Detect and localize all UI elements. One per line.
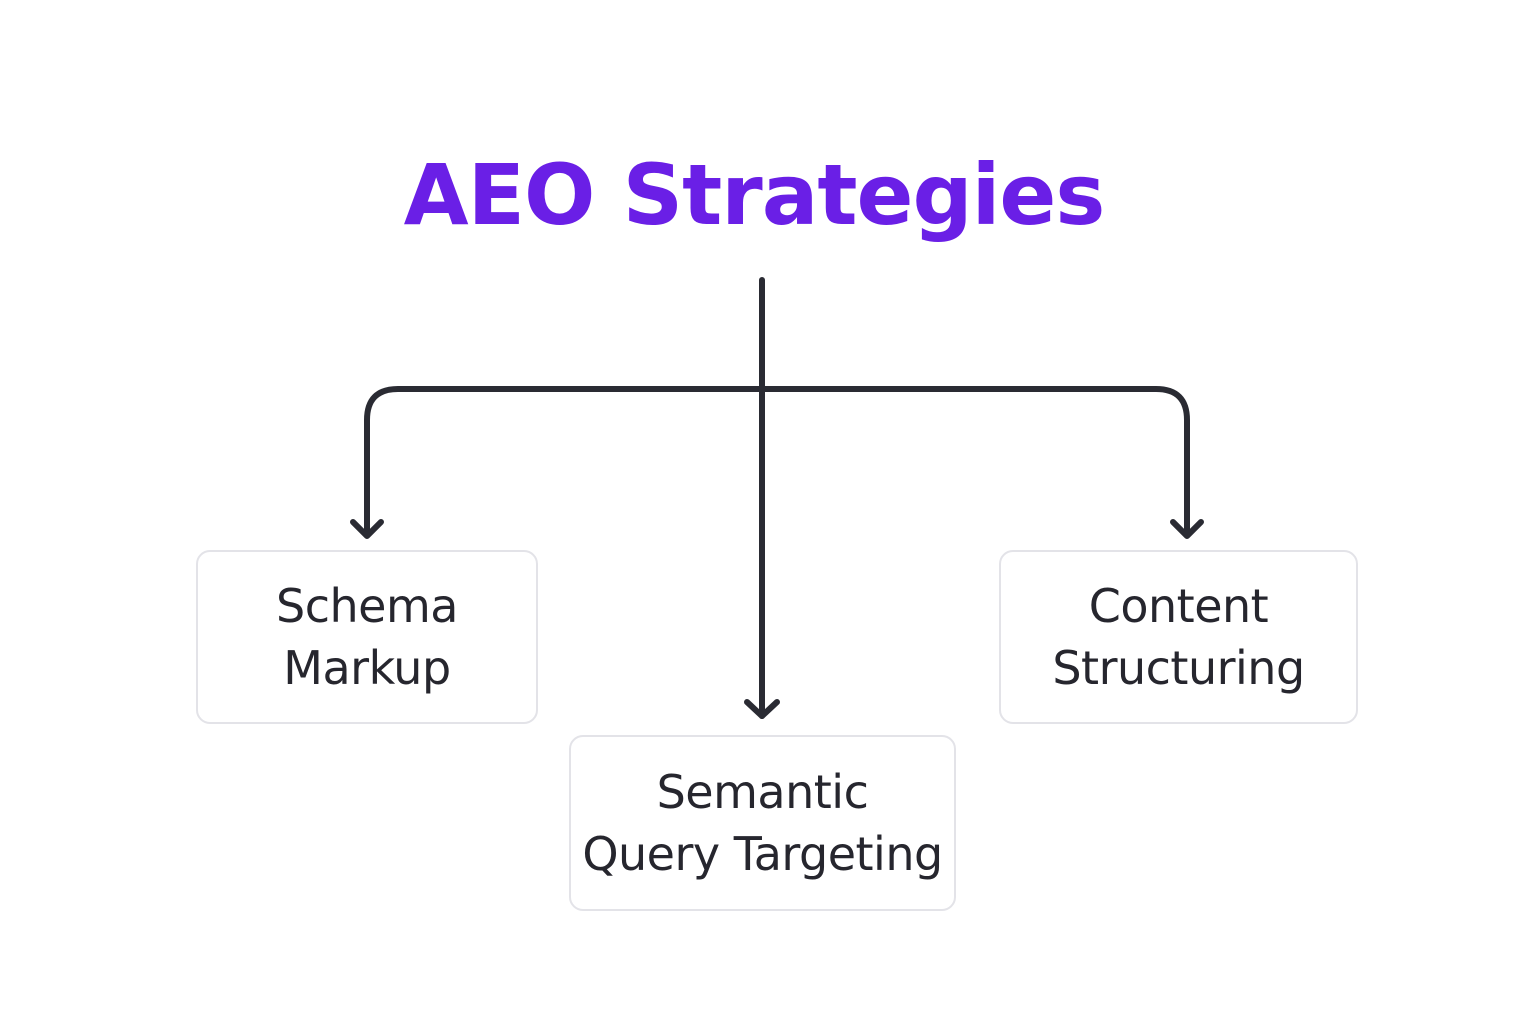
arrowhead-center [744, 699, 780, 719]
node-content-structuring: Content Structuring [999, 550, 1358, 724]
node-semantic-query-targeting: Semantic Query Targeting [569, 735, 956, 911]
arrowhead-left [350, 519, 384, 539]
diagram-title: AEO Strategies [403, 146, 1106, 244]
node-schema-markup: Schema Markup [196, 550, 538, 724]
node-label: Semantic Query Targeting [582, 765, 943, 881]
node-label: Content Structuring [1052, 579, 1305, 695]
branch-line [364, 386, 1190, 537]
arrowhead-right [1170, 519, 1204, 539]
node-label: Schema Markup [276, 579, 458, 695]
